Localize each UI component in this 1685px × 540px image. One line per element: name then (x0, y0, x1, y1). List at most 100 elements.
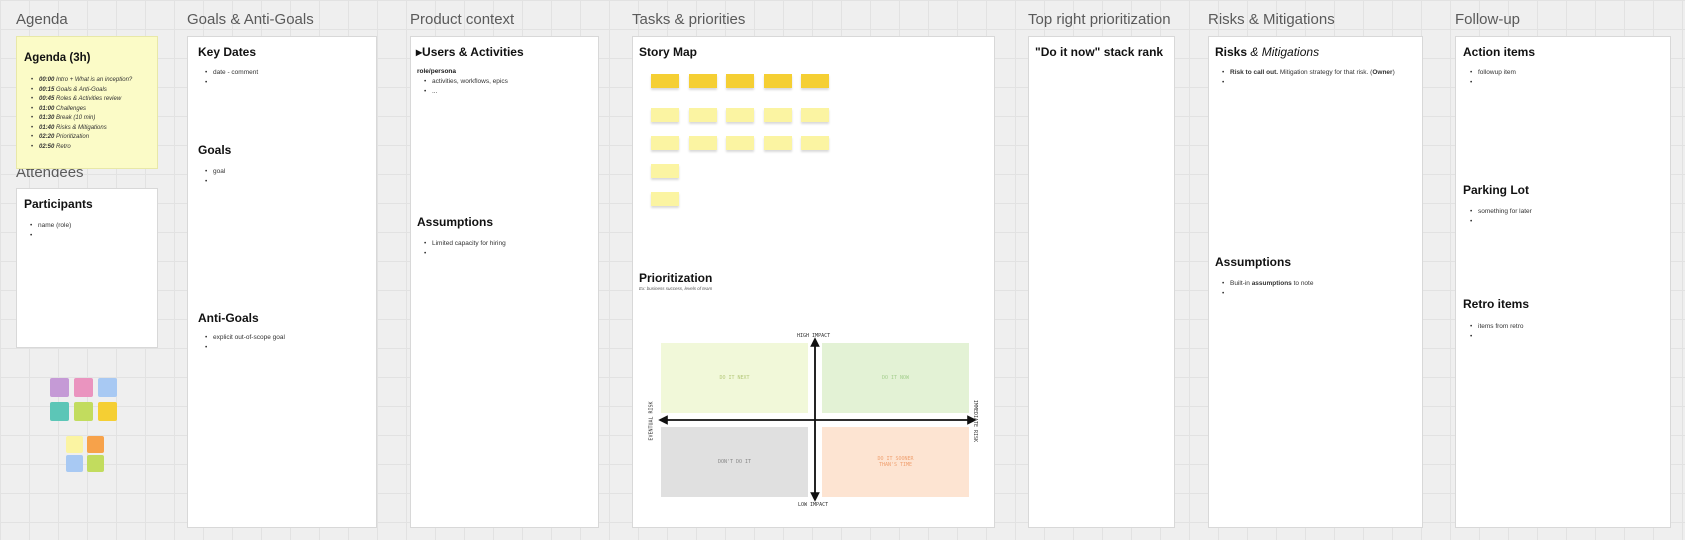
product-assumptions-list: Limited capacity for hiring (424, 239, 506, 259)
quadrant-sooner[interactable]: DO IT SOONER THAN'S TIME (822, 427, 969, 497)
sticky-note[interactable] (689, 108, 717, 122)
action-items-list: followup item (1470, 68, 1516, 88)
agenda-text: Intro + What is an inception? (56, 77, 133, 83)
agenda-time: 01:30 (39, 115, 55, 121)
sticky-note[interactable] (764, 136, 792, 150)
prioritization-subtitle: Ex: business success, levels of team (639, 286, 713, 291)
list-item: name (role) (30, 221, 71, 231)
sticky-note[interactable] (651, 164, 679, 178)
risks-title-italic: & Mitigations (1250, 45, 1320, 59)
list-item: Limited capacity for hiring (424, 239, 506, 249)
participants-doc[interactable]: Participants name (role) (16, 188, 158, 348)
sticky-note[interactable] (689, 136, 717, 150)
quadrant-dont[interactable]: DON'T DO IT (661, 427, 808, 497)
frame-title-product: Product context (410, 11, 515, 28)
sticky-color-chip[interactable] (50, 378, 69, 397)
sticky-note[interactable] (726, 136, 754, 150)
list-item: date - comment (205, 68, 258, 78)
goals-doc[interactable]: Key Dates date - comment Goals goal Anti… (187, 36, 377, 528)
prioritization-axes (658, 337, 977, 502)
agenda-note[interactable]: Agenda (3h) 00:00 Intro + What is an inc… (16, 36, 158, 169)
agenda-text: Risks & Mitigations (56, 124, 107, 131)
frame-title-followup: Follow-up (1455, 11, 1521, 28)
sticky-note[interactable] (764, 74, 792, 88)
anti-goals-list: explicit out-of-scope goal (205, 333, 285, 353)
anti-goals-title: Anti-Goals (198, 311, 259, 325)
sticky-note[interactable] (651, 108, 679, 122)
prioritization-title: Prioritization (639, 271, 713, 285)
users-title: ▸Users & Activities (416, 45, 524, 59)
risks-assumptions-title: Assumptions (1215, 255, 1292, 269)
sticky-note[interactable] (726, 108, 754, 122)
story-map-title: Story Map (639, 45, 698, 59)
list-item: goal (205, 167, 225, 177)
goals-list: goal (205, 167, 225, 187)
agenda-time: 00:00 (39, 77, 55, 83)
sticky-note[interactable] (801, 108, 829, 122)
agenda-time: 02:50 (39, 143, 55, 150)
agenda-item: 00:45 Roles & Activities review (31, 95, 132, 105)
agenda-time: 01:00 (39, 105, 55, 112)
agenda-item: 00:15 Goals & Anti-Goals (31, 86, 132, 96)
participants-title: Participants (24, 197, 93, 211)
sticky-color-chip[interactable] (98, 402, 117, 421)
parking-lot-title: Parking Lot (1463, 183, 1530, 197)
agenda-text: Prioritization (56, 134, 90, 140)
assumption-bold: assumptions (1251, 280, 1292, 287)
axis-label-eventual-risk: EVENTUAL RISK (648, 401, 655, 441)
sticky-color-chip[interactable] (66, 436, 83, 453)
assumption-prefix: Built-in (1230, 280, 1252, 287)
agenda-item: 02:50 Retro (31, 143, 132, 153)
risk-bold: Risk to call out. (1230, 69, 1279, 76)
list-item: items from retro (1470, 322, 1524, 332)
axis-label-high-impact: HIGH IMPACT (797, 333, 831, 339)
sticky-note[interactable] (801, 136, 829, 150)
frame-title-goals: Goals & Anti-Goals (187, 11, 314, 28)
agenda-text: Break (10 min) (56, 115, 96, 121)
risk-close: ) (1392, 69, 1395, 76)
sticky-note[interactable] (764, 108, 792, 122)
agenda-text: Retro (56, 143, 71, 150)
role-label: role/persona (417, 68, 457, 75)
sticky-note[interactable] (651, 74, 679, 88)
risk-owner: Owner (1372, 69, 1393, 76)
frame-title-agenda: Agenda (16, 11, 68, 28)
sticky-color-chip[interactable] (74, 378, 93, 397)
list-item: followup item (1470, 68, 1516, 78)
quadrant-do-next[interactable]: DO IT NEXT (661, 343, 808, 413)
product-assumptions-title: Assumptions (417, 215, 494, 229)
sticky-color-chip[interactable] (66, 455, 83, 472)
sticky-color-chip[interactable] (87, 455, 104, 472)
retro-items-title: Retro items (1463, 297, 1530, 311)
parking-lot-list: something for later (1470, 207, 1532, 227)
frame-title-risks: Risks & Mitigations (1208, 11, 1335, 28)
agenda-time: 00:45 (39, 96, 55, 102)
product-doc[interactable]: ▸Users & Activities role/persona activit… (410, 36, 599, 528)
risk-text: Mitigation strategy for that risk. ( (1278, 69, 1373, 76)
sticky-note[interactable] (801, 74, 829, 88)
agenda-text: Roles & Activities review (56, 96, 122, 102)
axis-label-immediate-risk: IMMEDIATE RISK (972, 399, 979, 443)
followup-doc[interactable]: Action items followup item Parking Lot s… (1455, 36, 1671, 528)
agenda-time: 02:20 (39, 134, 55, 140)
sticky-color-chip[interactable] (50, 402, 69, 421)
quadrant-do-now[interactable]: DO IT NOW (822, 343, 969, 413)
key-dates-list: date - comment (205, 68, 258, 88)
topright-doc[interactable]: "Do it now" stack rank (1028, 36, 1175, 528)
agenda-item: 00:00 Intro + What is an inception? (31, 76, 132, 86)
sticky-note[interactable] (689, 74, 717, 88)
sticky-color-chip[interactable] (98, 378, 117, 397)
sticky-note[interactable] (651, 192, 679, 206)
agenda-item: 01:40 Risks & Mitigations (31, 124, 132, 134)
tasks-doc[interactable]: Story Map Prioritization Ex: business su… (632, 36, 995, 528)
users-title-text: Users & Activities (422, 45, 524, 59)
risks-doc[interactable]: Risks & Mitigations Risk to call out. Mi… (1208, 36, 1423, 528)
agenda-text: Goals & Anti-Goals (56, 86, 107, 93)
risks-list: Risk to call out. Mitigation strategy fo… (1222, 68, 1395, 88)
sticky-color-chip[interactable] (74, 402, 93, 421)
sticky-note[interactable] (651, 136, 679, 150)
list-item: activities, workflows, epics (424, 77, 508, 87)
sticky-note[interactable] (726, 74, 754, 88)
list-item: something for later (1470, 207, 1532, 217)
sticky-color-chip[interactable] (87, 436, 104, 453)
